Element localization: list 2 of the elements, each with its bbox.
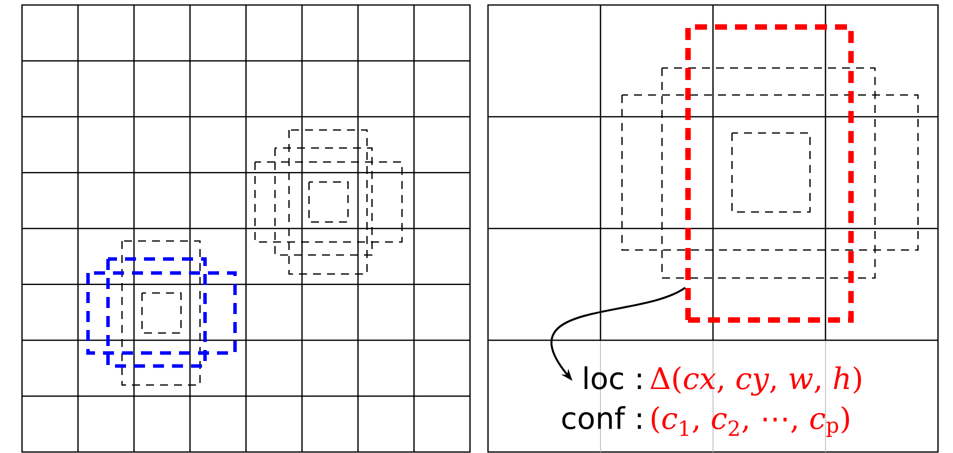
output-text: loc : Δ(cx, cy, w, h) conf : (c$_{1}$, c$_{2}$, ⋯, c$_{p}$)	[562, 366, 861, 437]
bounding-box	[685, 24, 854, 323]
